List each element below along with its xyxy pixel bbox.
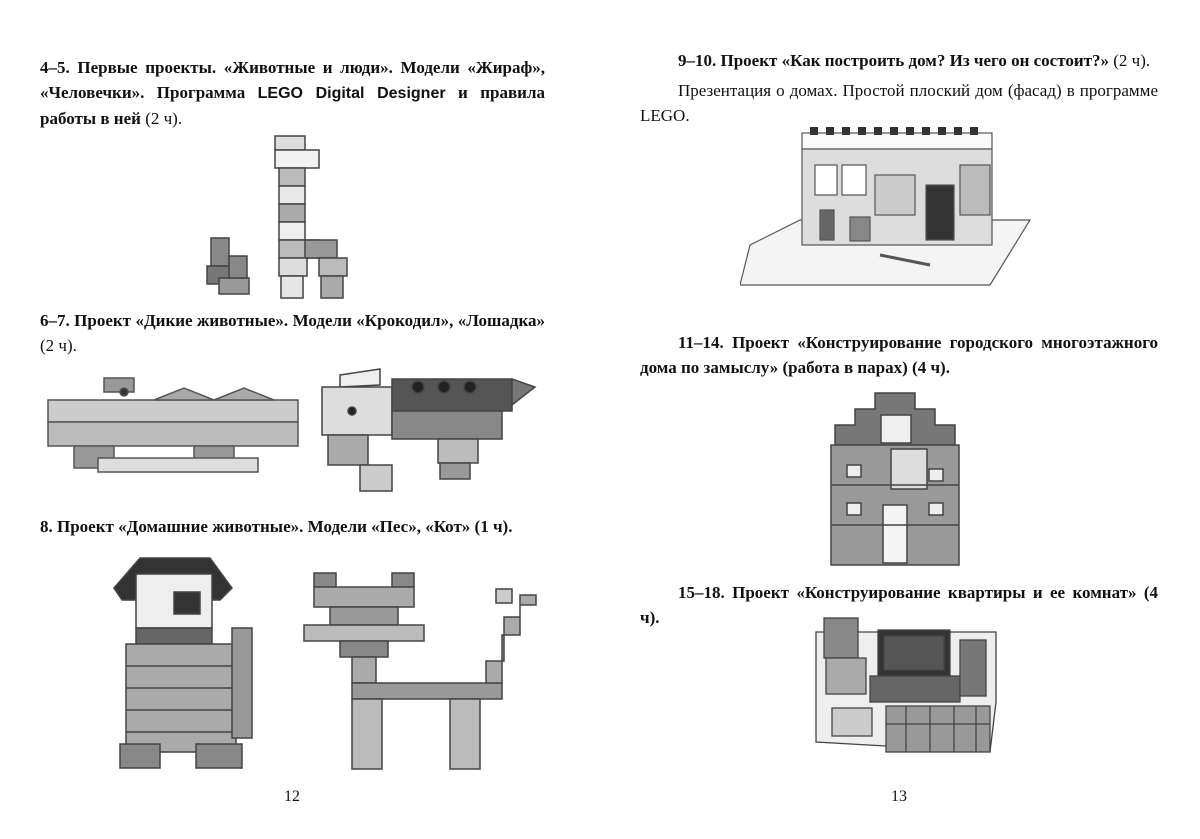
page-number-left: 12: [284, 788, 300, 805]
section-9-10-description: Презентация о домах. Простой плоский дом…: [640, 78, 1158, 128]
section-6-7-text-2: (2 ч).: [40, 336, 77, 355]
page-number-right: 13: [891, 788, 907, 805]
section-9-10-desc-text: Презентация о домах. Простой плоский дом…: [640, 81, 1158, 125]
cat-figure-image: [300, 565, 545, 775]
section-4-5-text-2: LEGO Digital Designer: [257, 85, 446, 102]
dog-figure-image: [100, 548, 270, 773]
section-11-14-text: 11–14. Проект «Конструирование городског…: [640, 333, 1158, 377]
section-4-5: 4–5. Первые проекты. «Животные и люди». …: [40, 55, 545, 131]
giraffe-figure-image: [205, 128, 365, 303]
section-6-7: 6–7. Проект «Дикие животные». Модели «Кр…: [40, 308, 545, 358]
flat-house-image: [740, 125, 1040, 300]
left-page: 4–5. Первые проекты. «Животные и люди». …: [40, 55, 545, 805]
tall-house-image: [825, 385, 965, 570]
section-9-10: 9–10. Проект «Как построить дом? Из чего…: [678, 48, 1158, 73]
section-4-5-text-1: 4–5. Первые проекты. «Животные и люди». …: [40, 58, 545, 102]
section-8: 8. Проект «Домашние животные». Модели «П…: [40, 514, 545, 539]
section-9-10-text-1: 9–10. Проект «Как построить дом? Из чего…: [678, 51, 1110, 70]
section-15-18-text: 15–18. Проект «Конструирование квартиры …: [640, 583, 1158, 627]
section-11-14: 11–14. Проект «Конструирование городског…: [640, 330, 1158, 380]
crocodile-figure-image: [44, 370, 306, 480]
section-8-text-1: 8. Проект «Домашние животные». Модели «П…: [40, 517, 513, 536]
apartment-room-image: [810, 612, 1000, 760]
section-15-18: 15–18. Проект «Конструирование квартиры …: [640, 580, 1158, 630]
right-page: 9–10. Проект «Как построить дом? Из чего…: [600, 0, 1200, 839]
section-6-7-text-1: 6–7. Проект «Дикие животные». Модели «Кр…: [40, 311, 545, 330]
section-4-5-text-4: (2 ч).: [140, 109, 183, 128]
section-9-10-text-2: (2 ч).: [1109, 51, 1151, 70]
section-4-5-text-3: и правила работы в ней: [40, 83, 545, 128]
horse-figure-image: [320, 365, 540, 495]
